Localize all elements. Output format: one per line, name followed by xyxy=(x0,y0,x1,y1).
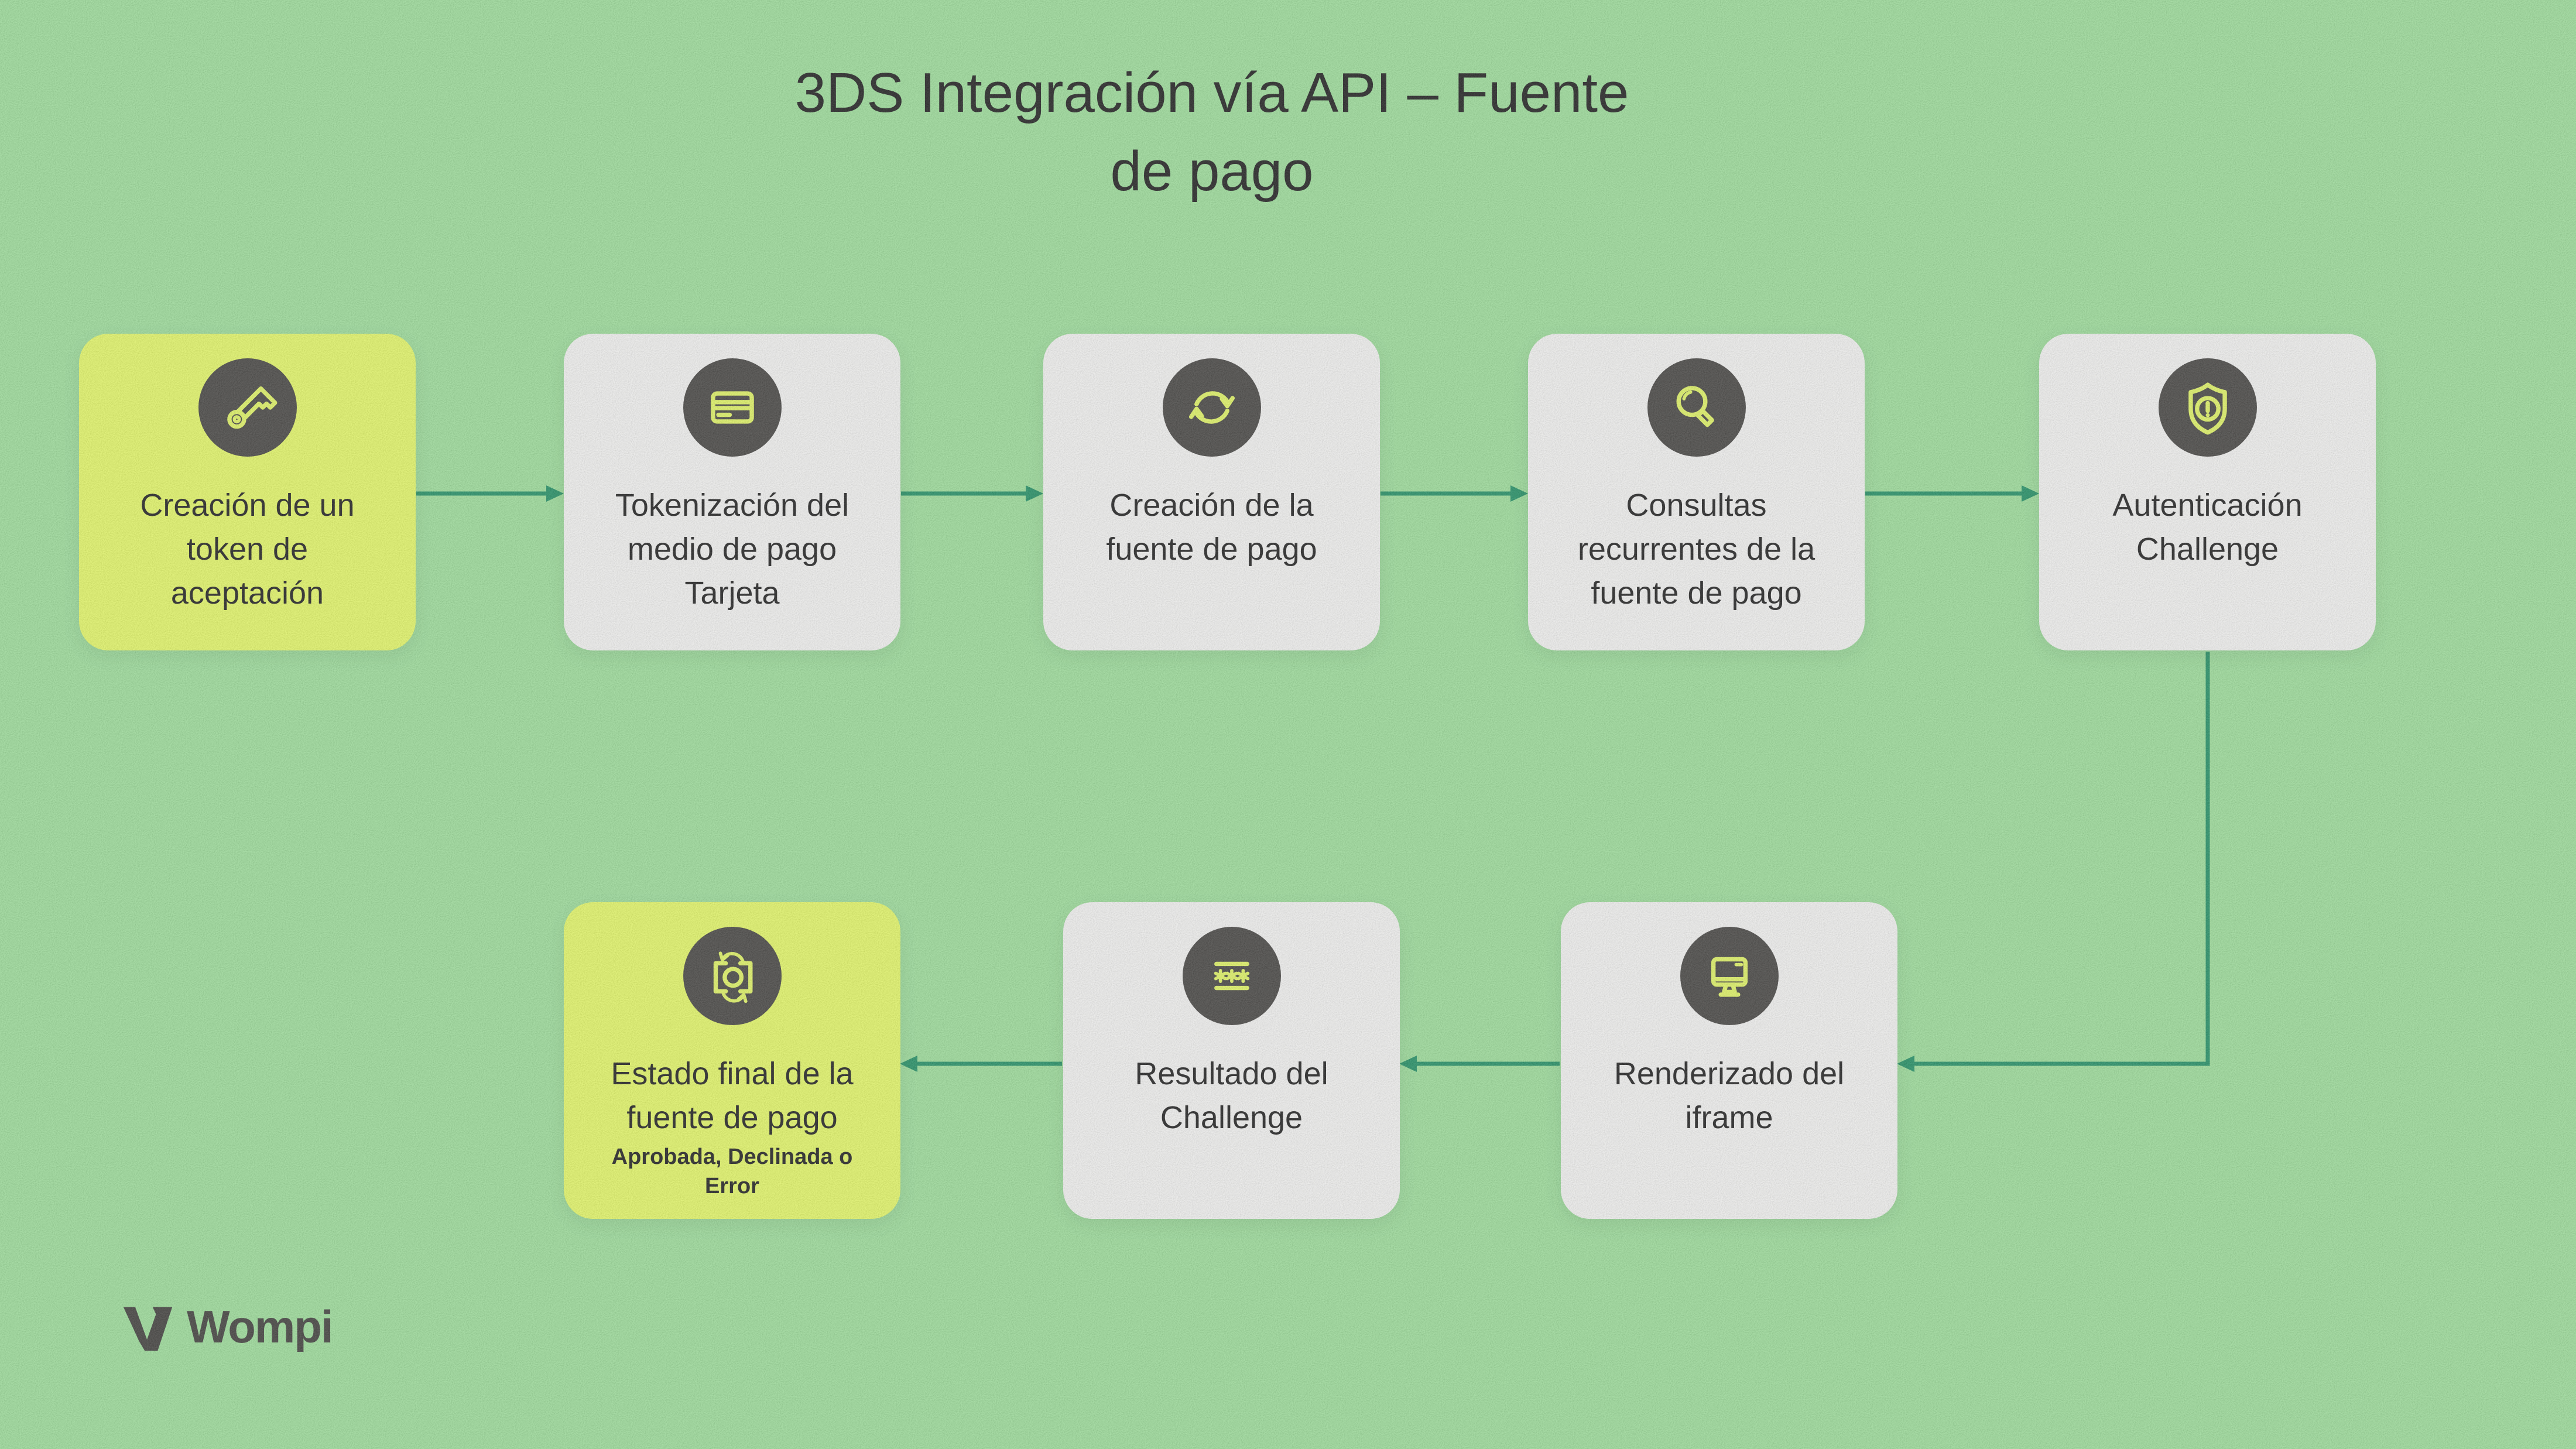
sync-icon xyxy=(1188,391,1235,424)
wompi-logo-text: Wompi xyxy=(187,1300,334,1352)
step-card-renderizado: Renderizado del iframe xyxy=(1561,902,1897,1219)
icon-circle xyxy=(683,927,782,1025)
step-card-consultas: Consultas recurrentes de la fuente de pa… xyxy=(1528,334,1865,650)
card-icon xyxy=(710,391,754,424)
arrow-head-6 xyxy=(1399,1056,1417,1072)
step-label: Consultas recurrentes de la fuente de pa… xyxy=(1577,488,1815,611)
shield-icon xyxy=(2188,382,2227,435)
wompi-logo: Wompi xyxy=(120,1299,334,1355)
wompi-logo-mark xyxy=(123,1307,173,1351)
step-card-resultado: Resultado del Challenge xyxy=(1063,902,1400,1219)
step-label: Resultado del Challenge xyxy=(1135,1056,1328,1135)
step-label: Renderizado del iframe xyxy=(1614,1056,1845,1135)
arrow-head-7 xyxy=(900,1056,917,1072)
state-icon xyxy=(713,951,752,1003)
magnifier-icon xyxy=(1676,386,1714,427)
icon-circle xyxy=(1647,358,1746,457)
step-label: Estado final de la fuente de pago xyxy=(611,1056,854,1135)
arrow-head-3 xyxy=(1510,485,1528,502)
step-label: Creación de un token de aceptación xyxy=(140,488,355,611)
icon-circle xyxy=(2158,358,2257,457)
step-card-autenticacion: Autenticación Challenge xyxy=(2039,334,2376,650)
step-card-estado-final: Estado final de la fuente de pago Aproba… xyxy=(564,902,900,1219)
password-icon xyxy=(1214,961,1249,991)
arrow-head-2 xyxy=(1026,485,1043,502)
step-card-creacion-fuente: Creación de la fuente de pago xyxy=(1043,334,1380,650)
diagram-title: 3DS Integración vía API – Fuente de pago xyxy=(720,54,1704,211)
icon-circle xyxy=(1680,927,1779,1025)
step-label: Autenticación Challenge xyxy=(2112,488,2303,567)
icon-circle xyxy=(1182,927,1281,1025)
icon-circle xyxy=(198,358,297,457)
icon-circle xyxy=(1162,358,1261,457)
step-label: Creación de la fuente de pago xyxy=(1106,488,1317,567)
icon-circle xyxy=(683,358,782,457)
arrow-head-4 xyxy=(2022,485,2039,502)
monitor-icon xyxy=(1711,957,1748,997)
step-card-creacion-token: Creación de un token de aceptación xyxy=(79,334,416,650)
key-icon xyxy=(227,386,277,429)
diagram-title-line2: de pago xyxy=(1110,140,1314,203)
step-label: Tokenización del medio de pago Tarjeta xyxy=(615,488,849,611)
step-sublabel: Aprobada, Declinada o Error xyxy=(611,1145,853,1198)
arrow-elbow xyxy=(1913,652,2210,1066)
step-card-tokenizacion: Tokenización del medio de pago Tarjeta xyxy=(564,334,900,650)
arrow-head-1 xyxy=(546,485,564,502)
diagram-title-line1: 3DS Integración vía API – Fuente xyxy=(794,61,1629,124)
arrow-head-5 xyxy=(1897,1056,1914,1072)
